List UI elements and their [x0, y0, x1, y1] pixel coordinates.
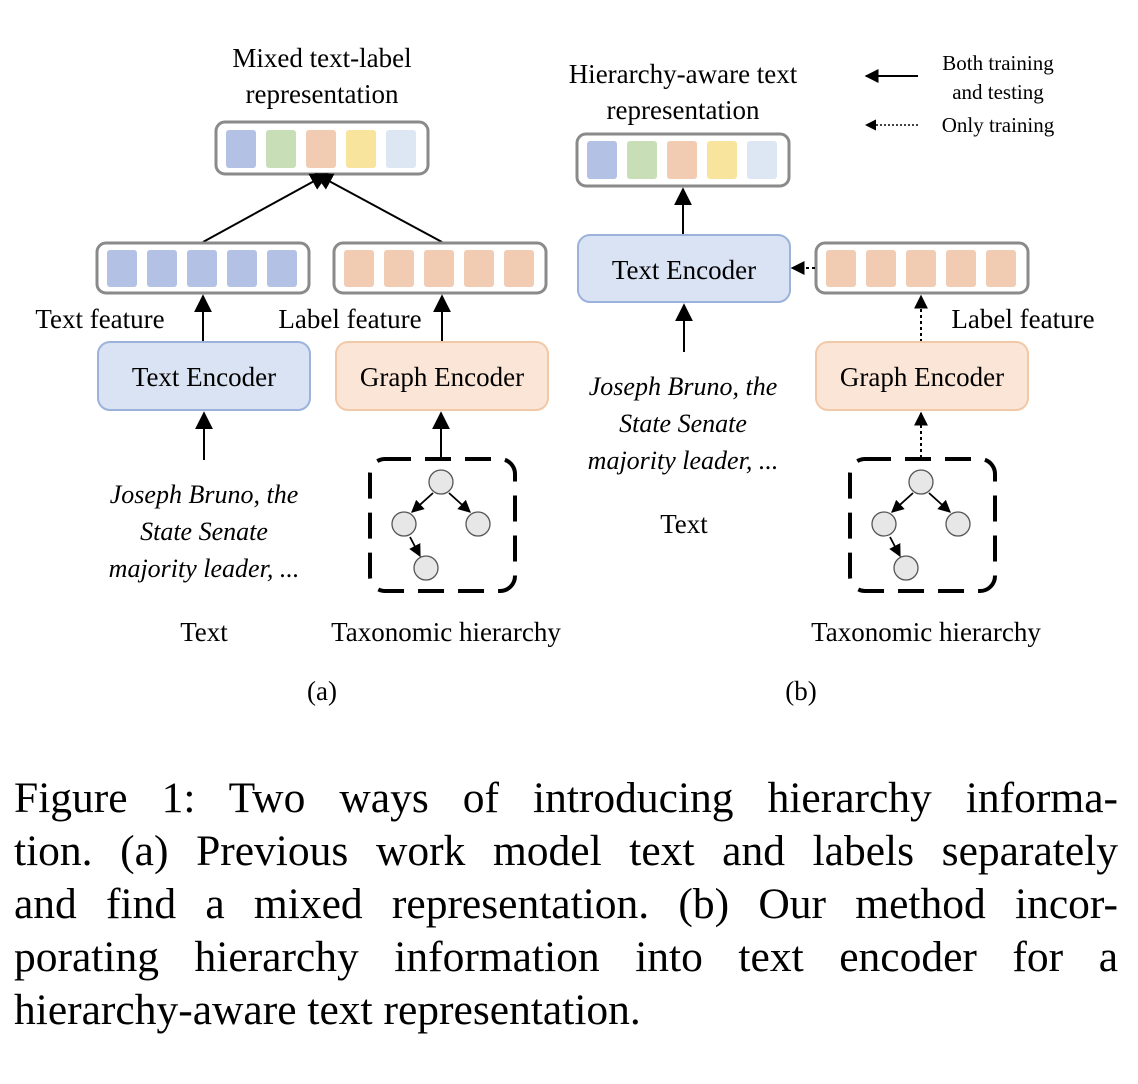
b-output-title-line2: representation [607, 95, 760, 125]
a-graph-encoder: Graph Encoder [335, 341, 549, 411]
figure-caption: Figure 1: Two ways of introducing hierar… [14, 772, 1118, 1037]
b-tree-node [945, 511, 971, 537]
a-input-text-line3: majority leader, ... [109, 554, 300, 583]
b-taxonomy-tree [848, 457, 997, 593]
a-text-encoder: Text Encoder [97, 341, 311, 411]
legend: Both training and testing Only training [864, 51, 1055, 137]
a-text-feature-label: Text feature [35, 304, 164, 334]
a-taxonomy-tree [368, 457, 517, 593]
b-tree-node [908, 469, 934, 495]
b-representation-vector [575, 132, 791, 188]
figure-diagram: Mixed text-label representation [35, 43, 1095, 706]
a-tree-node [428, 469, 454, 495]
a-mixed-token-yellow [346, 130, 376, 168]
b-text-encoder: Text Encoder [577, 234, 791, 303]
a-mixed-token-green [266, 130, 296, 168]
a-graph-encoder-label: Graph Encoder [360, 362, 524, 392]
a-text-feature-vector [95, 241, 311, 295]
a-tree-node [391, 511, 417, 537]
caption-line: and find a mixed representation. (b) Our… [14, 880, 1118, 928]
a-mixed-token-orange [306, 130, 336, 168]
a-input-text-line2: State Senate [140, 517, 268, 546]
a-arrow-text-to-mixed [202, 173, 329, 243]
panel-a: Mixed text-label representation [35, 43, 561, 706]
b-hierarchy-caption: Taxonomic hierarchy [811, 617, 1041, 647]
b-text-caption: Text [660, 509, 708, 539]
a-panel-label: (a) [307, 676, 337, 706]
a-label-feature-vector [332, 241, 548, 295]
a-text-caption: Text [180, 617, 228, 647]
a-input-text-line1: Joseph Bruno, the [110, 480, 298, 509]
caption-line: porating hierarchy information into text… [14, 933, 1118, 981]
a-hierarchy-caption: Taxonomic hierarchy [331, 617, 561, 647]
legend-solid-label-line1: Both training [942, 51, 1054, 75]
b-graph-encoder-label: Graph Encoder [840, 362, 1004, 392]
a-output-title-line1: Mixed text-label [232, 43, 411, 73]
b-input-text-line3: majority leader, ... [588, 446, 779, 475]
a-mixed-token-light [386, 130, 416, 168]
b-label-feature-vector [814, 241, 1030, 295]
b-panel-label: (b) [785, 676, 816, 706]
b-output-title-line1: Hierarchy-aware text [569, 59, 798, 89]
a-tree-node [465, 511, 491, 537]
a-mixed-token-blue [226, 130, 256, 168]
b-label-feature-label: Label feature [951, 304, 1094, 334]
b-input-text-line1: Joseph Bruno, the [589, 372, 777, 401]
caption-line: hierarchy-aware text representation. [14, 986, 641, 1034]
a-arrow-label-to-mixed [314, 173, 443, 243]
caption-line: tion. (a) Previous work model text and l… [14, 827, 1118, 875]
b-text-encoder-label: Text Encoder [612, 255, 756, 285]
a-text-encoder-label: Text Encoder [132, 362, 276, 392]
panel-b: Hierarchy-aware text representation Text… [569, 59, 1095, 706]
b-tree-node [871, 511, 897, 537]
caption-line: Figure 1: Two ways of introducing hierar… [14, 774, 1118, 822]
a-tree-node [413, 555, 439, 581]
a-output-title-line2: representation [246, 79, 399, 109]
a-label-feature-label: Label feature [278, 304, 421, 334]
legend-solid-label-line2: and testing [952, 80, 1044, 104]
b-graph-encoder: Graph Encoder [815, 341, 1029, 411]
b-input-text-line2: State Senate [619, 409, 747, 438]
legend-dotted-label: Only training [942, 113, 1055, 137]
b-tree-node [893, 555, 919, 581]
a-mixed-representation-vector [214, 120, 430, 176]
